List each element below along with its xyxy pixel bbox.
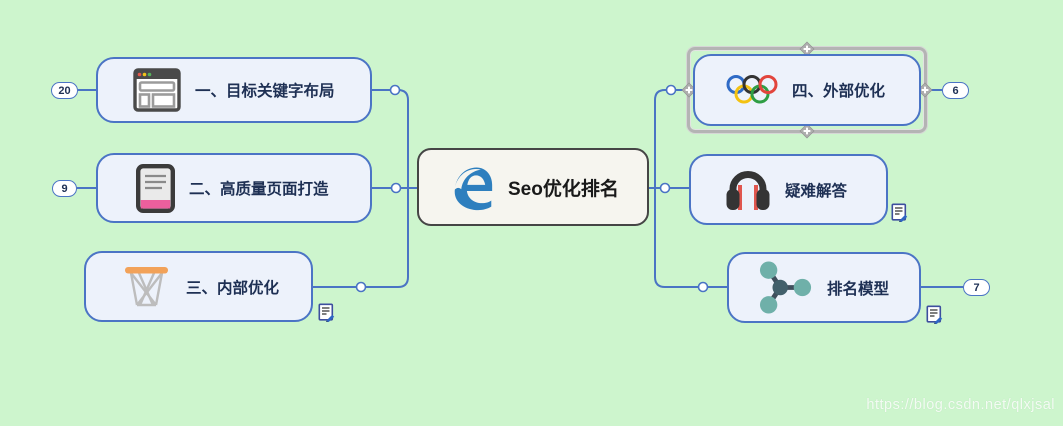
- topic-label: 二、高质量页面打造: [189, 181, 329, 198]
- resize-handle-right[interactable]: [917, 82, 933, 98]
- badge-value: 9: [61, 182, 68, 195]
- topic-faq[interactable]: 疑难解答: [689, 154, 888, 225]
- topic-external-optimization[interactable]: 四、外部优化: [693, 54, 921, 126]
- branch-dot[interactable]: [390, 182, 402, 194]
- topic-label: 四、外部优化: [792, 83, 886, 100]
- resize-handle-left[interactable]: [681, 82, 697, 98]
- topic-target-keyword-layout[interactable]: 一、目标关键字布局: [96, 57, 372, 123]
- topic-label: 三、内部优化: [186, 279, 280, 297]
- badge-value: 7: [973, 281, 980, 294]
- topic-label: 一、目标关键字布局: [195, 83, 335, 100]
- collapsed-count-badge[interactable]: 7: [963, 279, 990, 296]
- topic-internal-optimization[interactable]: 三、内部优化: [84, 251, 313, 322]
- note-icon[interactable]: [318, 303, 335, 327]
- note-icon[interactable]: [926, 305, 943, 329]
- branch-dot[interactable]: [697, 281, 709, 293]
- branch-dot[interactable]: [355, 281, 367, 293]
- browser-window-icon: [133, 68, 181, 112]
- tablet-document-icon: [136, 163, 175, 213]
- selection-frame: [681, 41, 933, 139]
- badge-value: 6: [952, 84, 959, 97]
- olympic-rings-icon: [726, 74, 778, 106]
- topic-label: 疑难解答: [785, 182, 848, 200]
- branch-dot[interactable]: [659, 182, 671, 194]
- basketball-hoop-icon: [121, 265, 172, 309]
- note-icon[interactable]: [891, 203, 908, 227]
- central-topic-label: Seo优化排名: [508, 178, 619, 200]
- topic-high-quality-pages[interactable]: 二、高质量页面打造: [96, 153, 372, 223]
- badge-value: 20: [58, 84, 71, 97]
- branch-dot[interactable]: [389, 84, 401, 96]
- watermark-url: https://blog.csdn.net/qlxjsal: [866, 397, 1055, 413]
- collapsed-count-badge[interactable]: 9: [52, 180, 77, 197]
- branch-dot[interactable]: [665, 84, 677, 96]
- headphones-icon: [725, 164, 771, 216]
- resize-handle-bottom[interactable]: [799, 123, 815, 139]
- topic-ranking-model[interactable]: 排名模型: [727, 252, 921, 323]
- central-topic[interactable]: Seo优化排名: [417, 148, 649, 226]
- molecule-icon: [759, 261, 813, 314]
- collapsed-count-badge[interactable]: 6: [942, 82, 969, 99]
- resize-handle-top[interactable]: [799, 41, 815, 57]
- topic-label: 排名模型: [827, 280, 890, 298]
- collapsed-count-badge[interactable]: 20: [51, 82, 78, 99]
- edge-browser-icon: [452, 164, 494, 211]
